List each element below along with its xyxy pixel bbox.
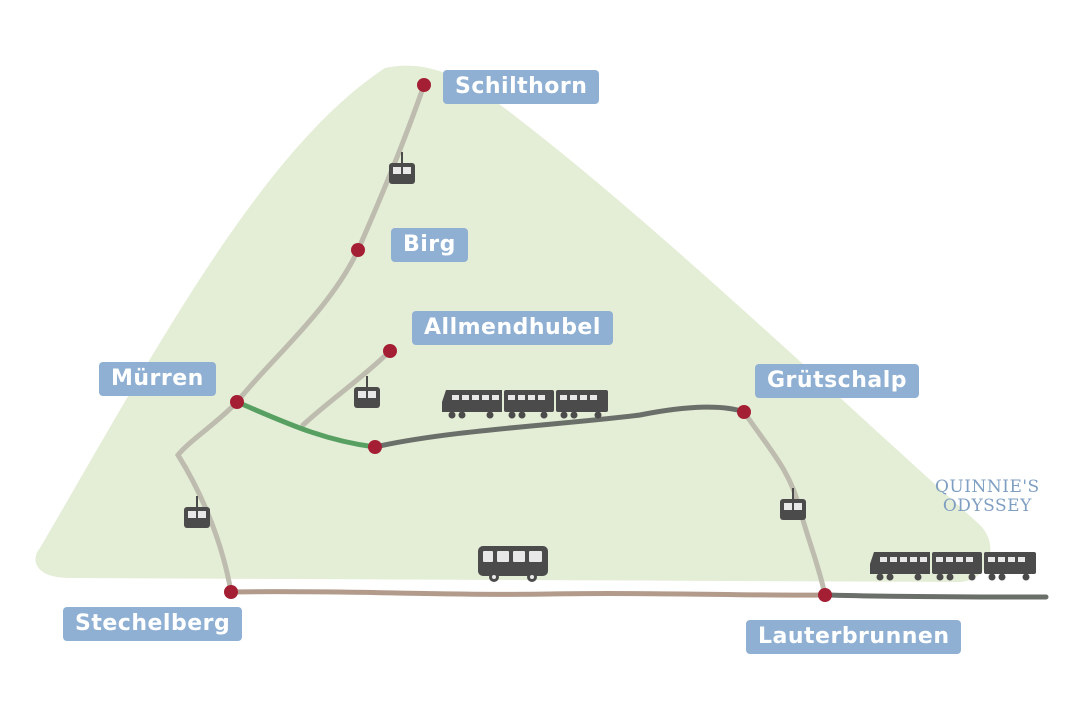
cable-car-icon [780,488,806,520]
watermark-line-1: QUINNIE'S [935,477,1040,497]
label-stechelberg[interactable]: Stechelberg [63,607,243,641]
cable-car-icon [184,496,210,528]
station-stechelberg[interactable] [224,585,238,599]
railway-murren-green [234,399,378,450]
watermark-logo: QUINNIE'S ODYSSEY [935,478,1040,516]
label-birg[interactable]: Birg [391,228,468,262]
railway-lauterbrunnen-east [822,592,1049,600]
train-icon [870,552,1036,581]
bus-road-stechelberg-lauterbrunnen [228,589,828,598]
label-murren[interactable]: Mürren [99,362,216,396]
label-allmendhubel[interactable]: Allmendhubel [412,311,613,345]
bus-icon [478,546,548,582]
cableway-murren-stechelberg [174,399,240,595]
station-winteregg[interactable] [368,440,382,454]
station-lauterbrunnen[interactable] [818,588,832,602]
label-grutschalp[interactable]: Grütschalp [755,364,920,398]
cable-car-icon [354,376,380,408]
cable-car-icon [389,152,415,184]
funicular-allmendhubel [300,348,393,428]
station-grutschalp[interactable] [737,405,751,419]
station-allmendhubel[interactable] [383,344,397,358]
label-schilthorn[interactable]: Schilthorn [443,70,600,104]
station-birg[interactable] [351,243,365,257]
railway-murren-grutschalp [372,404,747,450]
station-schilthorn[interactable] [417,78,431,92]
station-murren[interactable] [230,395,244,409]
watermark-line-2: ODYSSEY [942,496,1032,516]
label-lauterbrunnen[interactable]: Lauterbrunnen [746,620,962,654]
train-icon [442,390,608,419]
